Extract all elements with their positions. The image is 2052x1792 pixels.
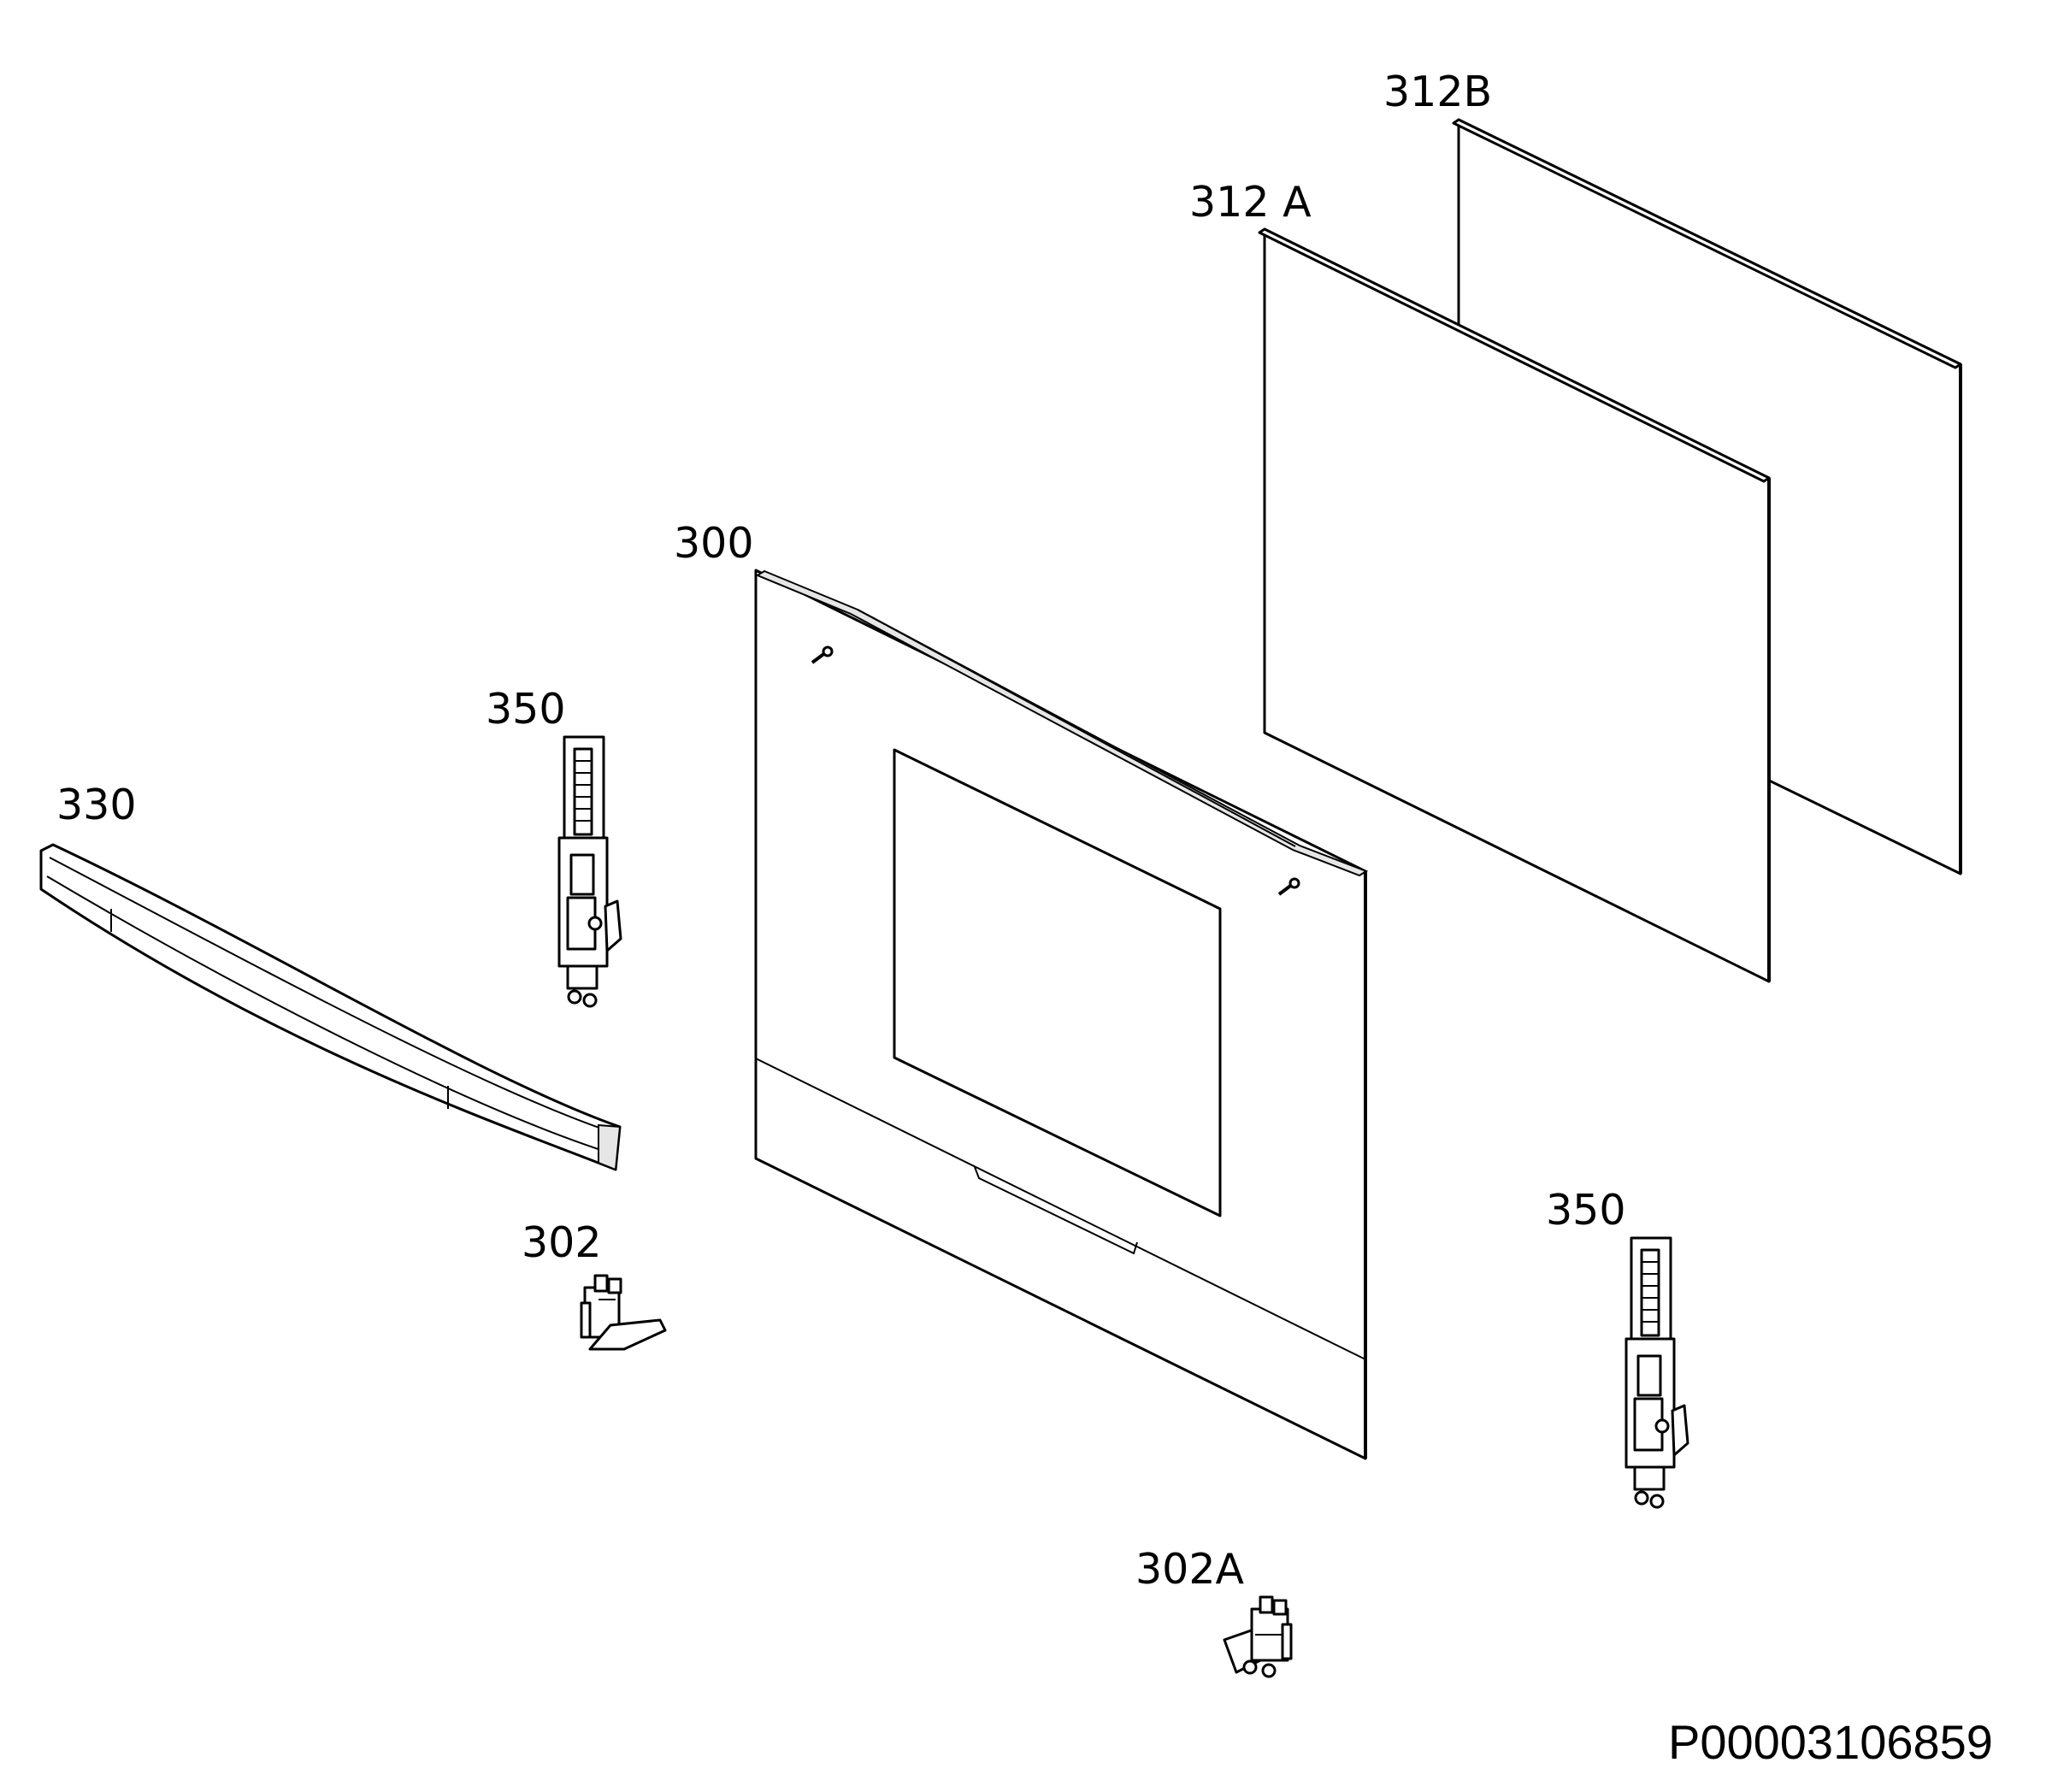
- label-350-left: 350: [486, 685, 566, 734]
- bolt-left: [811, 645, 834, 664]
- reference-number: P00003106859: [1668, 1715, 1993, 1769]
- glass-panel-312a: [1258, 227, 1771, 983]
- hinge-350-right: [1624, 1236, 1689, 1509]
- label-302a: 302A: [1135, 1545, 1245, 1594]
- hinge-350-left: [557, 735, 622, 1008]
- label-350-right: 350: [1546, 1186, 1626, 1235]
- label-302: 302: [522, 1218, 602, 1267]
- bolt-right: [1277, 877, 1300, 896]
- label-330: 330: [56, 781, 137, 829]
- label-312a: 312 A: [1189, 178, 1312, 227]
- label-312b: 312B: [1383, 68, 1492, 116]
- label-300: 300: [674, 519, 754, 568]
- clip-302a: [1223, 1595, 1293, 1678]
- clip-302: [580, 1274, 667, 1351]
- handle-330: [39, 843, 622, 1171]
- door-panel-300: [754, 569, 1369, 1460]
